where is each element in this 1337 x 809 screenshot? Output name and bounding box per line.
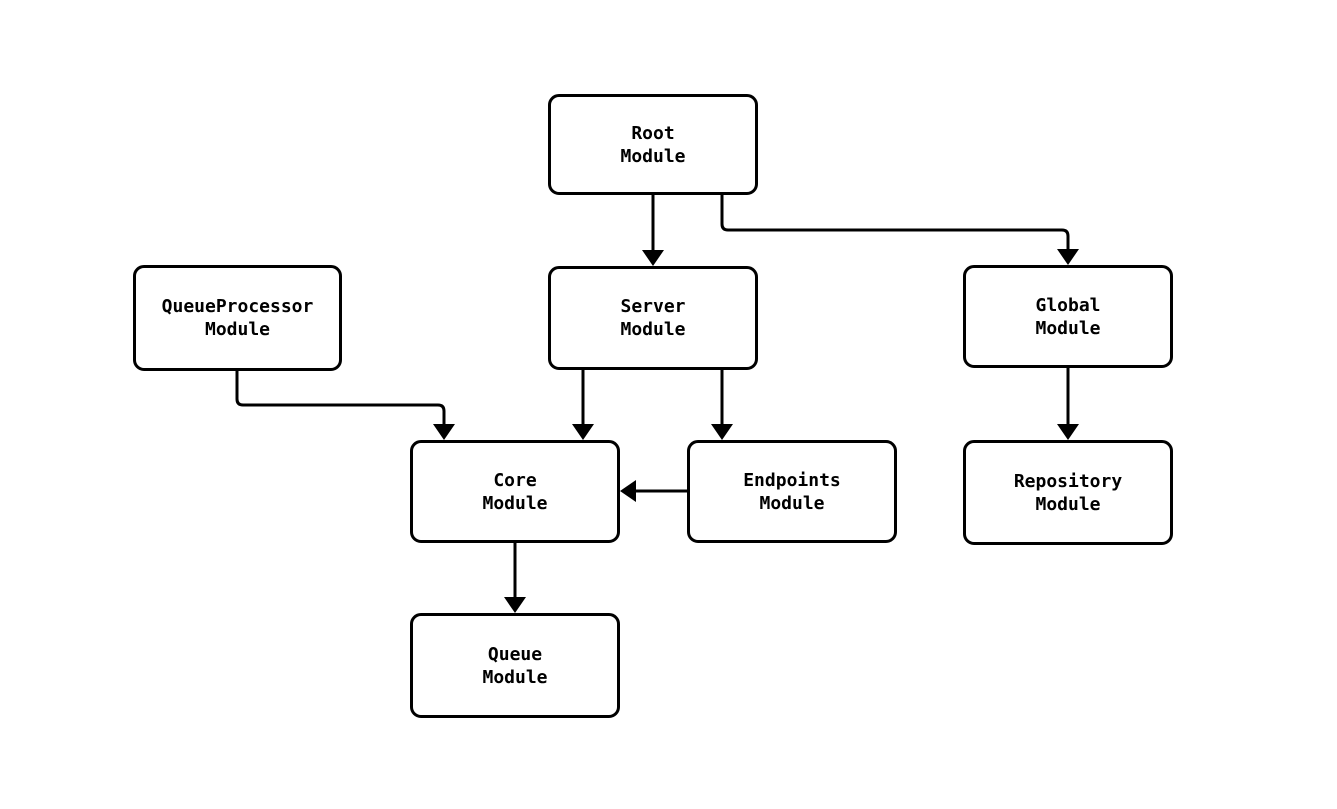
- node-label-line1: Endpoints: [743, 469, 841, 491]
- node-label-line1: Core: [493, 469, 537, 491]
- edge-core-to-queue: [504, 543, 526, 613]
- node-label-line2: Module: [482, 492, 548, 514]
- node-label-line1: Queue: [487, 643, 543, 665]
- node-global-module[interactable]: Global Module: [963, 265, 1173, 368]
- edge-root-to-global: [720, 195, 1079, 265]
- node-label-line2: Module: [620, 145, 686, 167]
- edge-endpoints-to-core: [620, 480, 687, 502]
- node-label-line1: Repository: [1013, 470, 1123, 492]
- edge-global-to-repository: [1057, 368, 1079, 440]
- node-queue-module[interactable]: Queue Module: [410, 613, 620, 718]
- node-root-module[interactable]: Root Module: [548, 94, 758, 195]
- node-label-line2: Module: [1035, 317, 1101, 339]
- node-server-module[interactable]: Server Module: [548, 266, 758, 370]
- node-endpoints-module[interactable]: Endpoints Module: [687, 440, 897, 543]
- node-core-module[interactable]: Core Module: [410, 440, 620, 543]
- edge-queueprocessor-to-core: [235, 371, 455, 440]
- node-repository-module[interactable]: Repository Module: [963, 440, 1173, 545]
- node-label-line1: Global: [1035, 294, 1101, 316]
- node-label-line2: Module: [482, 666, 548, 688]
- node-label-line2: Module: [759, 492, 825, 514]
- node-label-line1: Server: [620, 296, 686, 317]
- node-label-line1: QueueProcessor: [161, 296, 314, 317]
- node-label-line1: Root: [631, 122, 675, 144]
- node-label-line2: Module: [620, 319, 686, 340]
- node-label-line2: Module: [204, 319, 271, 340]
- edge-server-to-core: [572, 370, 594, 440]
- node-queueprocessor-module[interactable]: QueueProcessor Module: [133, 265, 342, 371]
- edge-root-to-server: [642, 195, 664, 266]
- node-label-line2: Module: [1035, 493, 1101, 515]
- edge-server-to-endpoints: [711, 370, 733, 440]
